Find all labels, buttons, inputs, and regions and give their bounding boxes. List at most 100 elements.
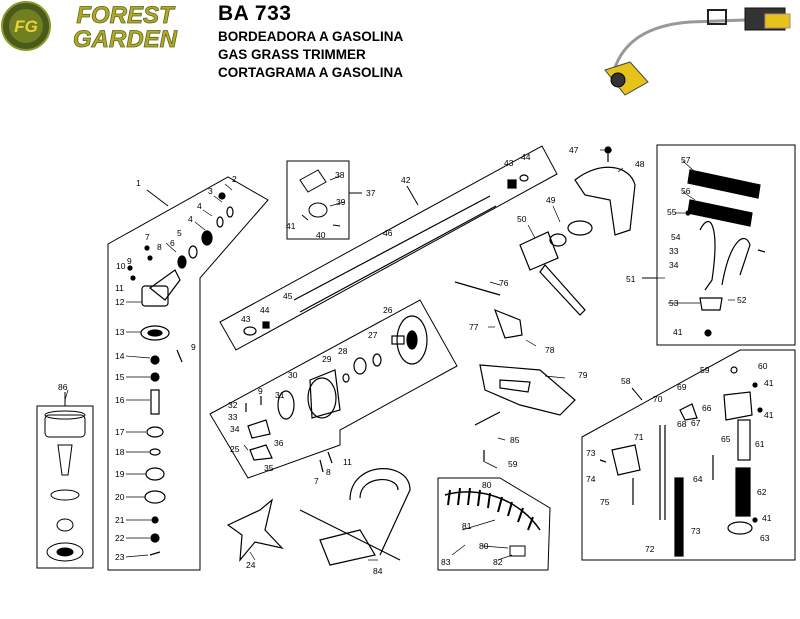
label-part-33: 33 <box>228 412 238 422</box>
label-part-4b: 4 <box>188 214 193 224</box>
forest-garden-logo: FG FOREST GARDEN <box>1 1 178 52</box>
part-clamp-37 <box>299 169 341 227</box>
label-part-27: 27 <box>368 330 378 340</box>
label-part-69: 69 <box>677 382 687 392</box>
label-part-28: 28 <box>338 346 348 356</box>
label-part-57: 57 <box>681 155 691 165</box>
label-part-9: 9 <box>127 256 132 266</box>
label-part-50: 50 <box>517 214 527 224</box>
label-part-31: 31 <box>275 390 285 400</box>
part-engine-parts <box>599 366 763 557</box>
group-box-1 <box>107 176 269 571</box>
label-part-38: 38 <box>335 170 345 180</box>
product-titles: BORDEADORA A GASOLINA GAS GRASS TRIMMER … <box>218 28 403 82</box>
leader-lines <box>64 149 735 561</box>
label-part-62: 62 <box>757 487 767 497</box>
part-drive-shaft <box>243 174 529 336</box>
label-part-9b: 9 <box>191 342 196 352</box>
label-part-51: 51 <box>626 274 636 284</box>
label-part-45: 45 <box>283 291 293 301</box>
label-part-72: 72 <box>645 544 655 554</box>
label-part-3: 3 <box>208 186 213 196</box>
label-part-48: 48 <box>635 159 645 169</box>
part-gear-head <box>127 192 234 556</box>
label-part-43b: 43 <box>504 158 514 168</box>
label-part-33b: 33 <box>669 246 679 256</box>
trimmer-photo <box>604 7 791 96</box>
group-box-37 <box>286 160 350 240</box>
group-box-25 <box>209 299 458 479</box>
label-part-12: 12 <box>115 297 125 307</box>
label-part-13: 13 <box>115 327 125 337</box>
label-part-40: 40 <box>316 230 326 240</box>
logo-forest-text: FOREST <box>76 2 176 29</box>
label-part-41: 41 <box>286 221 296 231</box>
group-box-51 <box>656 144 796 346</box>
label-part-83: 83 <box>441 557 451 567</box>
label-part-41e: 41 <box>762 513 772 523</box>
label-part-35: 35 <box>264 463 274 473</box>
label-part-55: 55 <box>667 207 677 217</box>
label-part-17: 17 <box>115 427 125 437</box>
label-part-4: 4 <box>197 201 202 211</box>
label-part-82: 82 <box>493 557 503 567</box>
label-part-53: 53 <box>669 298 679 308</box>
label-part-9c: 9 <box>258 386 263 396</box>
label-part-19: 19 <box>115 469 125 479</box>
group-box-83 <box>437 477 551 571</box>
label-part-75: 75 <box>600 497 610 507</box>
label-part-44: 44 <box>260 305 270 315</box>
label-part-1: 1 <box>136 178 141 188</box>
model-number: BA 733 <box>218 2 292 25</box>
label-part-81: 81 <box>462 521 472 531</box>
part-guard <box>474 308 576 462</box>
label-part-52: 52 <box>737 295 747 305</box>
logo-garden-text: GARDEN <box>73 26 178 52</box>
label-part-59b: 59 <box>508 459 518 469</box>
label-part-22: 22 <box>115 533 125 543</box>
label-part-7b: 7 <box>314 476 319 486</box>
label-part-37: 37 <box>366 188 376 198</box>
label-part-76: 76 <box>499 278 509 288</box>
group-box-58 <box>581 349 796 561</box>
label-part-25: 25 <box>230 444 240 454</box>
label-part-6: 6 <box>170 238 175 248</box>
group-box-42 <box>219 145 558 351</box>
label-part-73: 73 <box>586 448 596 458</box>
label-part-77: 77 <box>469 322 479 332</box>
label-part-11b: 11 <box>343 457 352 467</box>
label-part-41d: 41 <box>764 410 774 420</box>
label-part-24: 24 <box>246 560 256 570</box>
label-part-78: 78 <box>545 345 555 355</box>
label-part-39: 39 <box>336 197 346 207</box>
label-part-42: 42 <box>401 175 411 185</box>
label-part-46: 46 <box>383 228 393 238</box>
label-part-85: 85 <box>510 435 520 445</box>
part-labels: 1 2 3 4 4 5 6 7 8 9 10 11 12 13 9 14 15 … <box>58 145 774 576</box>
label-part-30: 30 <box>288 370 298 380</box>
label-part-67: 67 <box>691 418 701 428</box>
label-part-41c: 41 <box>764 378 774 388</box>
label-part-84: 84 <box>373 566 383 576</box>
label-part-34: 34 <box>230 424 240 434</box>
label-part-58: 58 <box>621 376 631 386</box>
label-part-44b: 44 <box>521 152 531 162</box>
label-part-15: 15 <box>115 372 125 382</box>
label-part-18: 18 <box>115 447 125 457</box>
label-part-66: 66 <box>702 403 712 413</box>
label-part-8b: 8 <box>326 467 331 477</box>
title-portuguese: CORTAGRAMA A GASOLINA <box>218 65 403 80</box>
part-spool-head <box>44 410 86 562</box>
label-part-64: 64 <box>693 474 703 484</box>
label-part-63: 63 <box>760 533 770 543</box>
label-part-74: 74 <box>586 474 596 484</box>
label-part-56: 56 <box>681 186 691 196</box>
label-part-65: 65 <box>721 434 731 444</box>
label-part-79: 79 <box>578 370 588 380</box>
label-part-26: 26 <box>383 305 393 315</box>
label-part-10: 10 <box>116 261 126 271</box>
label-part-68: 68 <box>677 419 687 429</box>
part-clutch-drum <box>245 315 428 473</box>
label-part-5: 5 <box>177 228 182 238</box>
label-part-23: 23 <box>115 552 125 562</box>
